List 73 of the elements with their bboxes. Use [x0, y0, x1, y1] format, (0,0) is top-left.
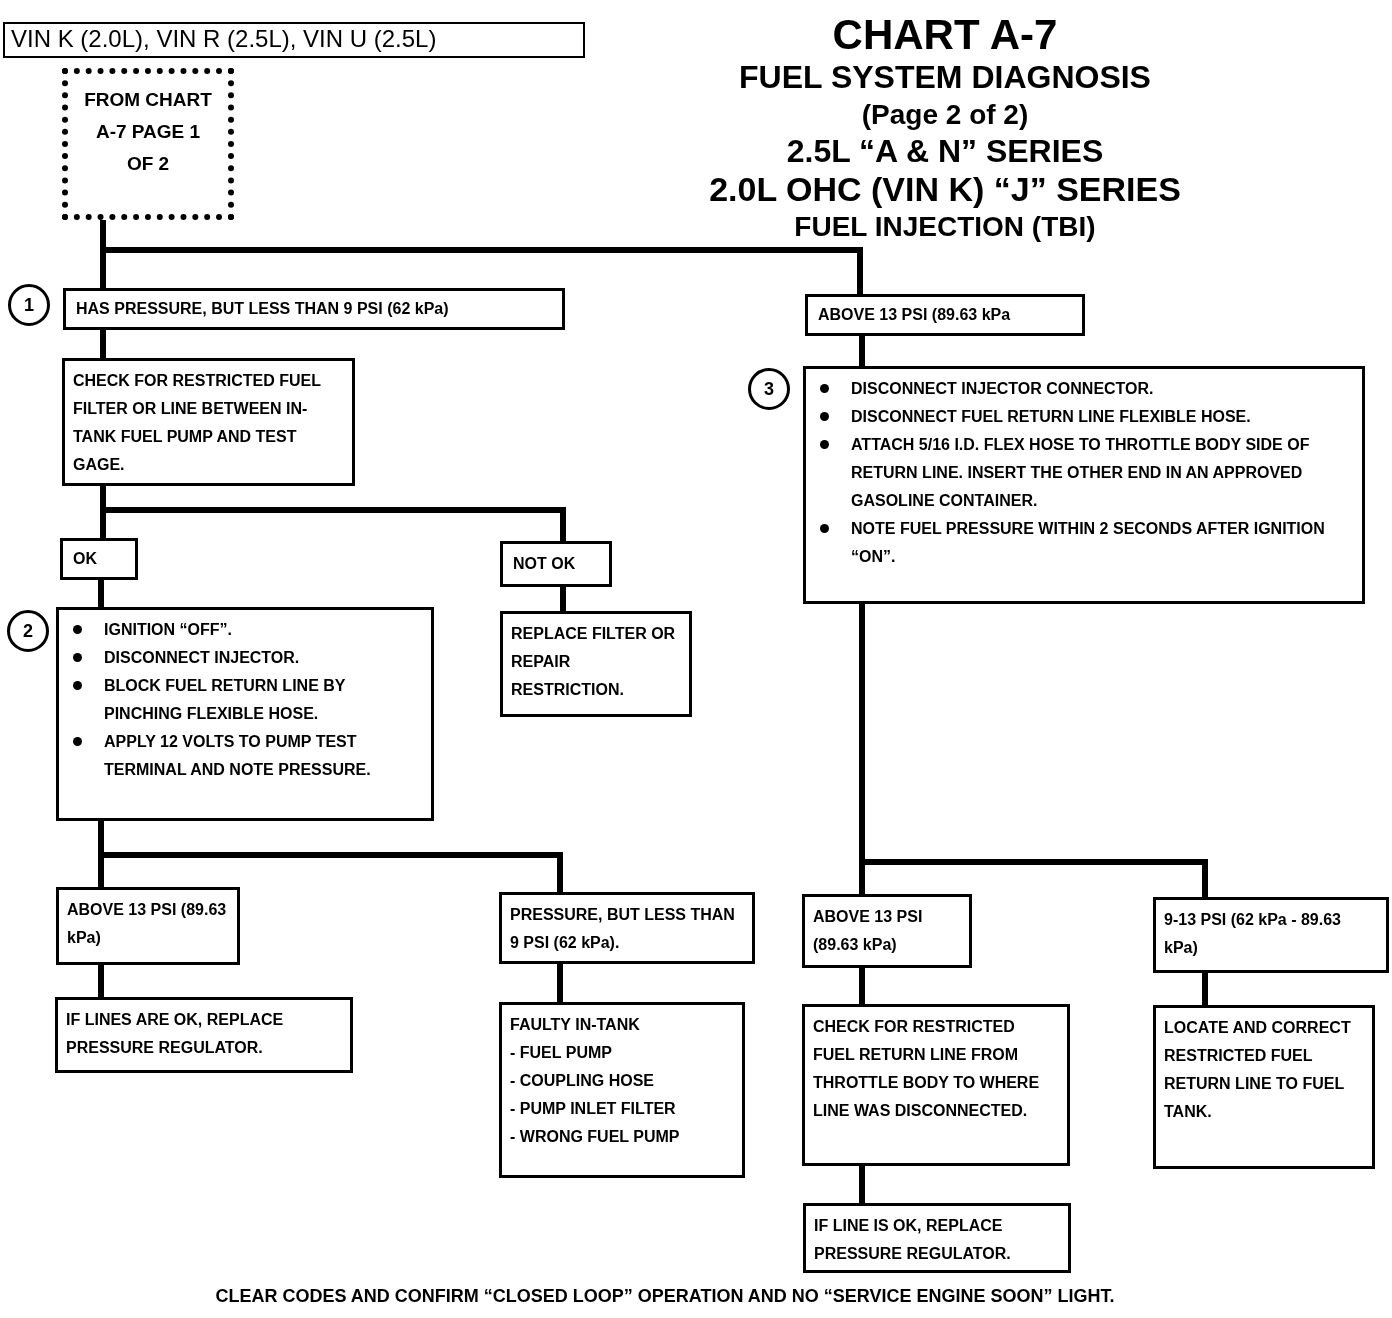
- result-box: [60, 538, 138, 580]
- result-box: [63, 288, 565, 330]
- chart-subtitle: FUEL INJECTION (TBI): [793, 210, 1097, 244]
- footer-note: CLEAR CODES AND CONFIRM “CLOSED LOOP” OPERATION AND NO “SERVICE ENGINE SOON” LIGHT.: [214, 1286, 1116, 1307]
- connector-line: [98, 965, 104, 997]
- step-number-circle: [7, 610, 49, 652]
- step-box: [56, 607, 434, 821]
- box-text: - PUMP INLET FILTER: [510, 1099, 677, 1119]
- step-text: APPLY 12 VOLTS TO PUMP TEST TERMINAL AND NOTE PRESSURE.: [104, 732, 372, 780]
- process-box: [62, 358, 355, 486]
- connector-line: [100, 486, 566, 541]
- box-text: PRESSURE, BUT LESS THAN 9 PSI (62 kPa).: [510, 905, 736, 953]
- box-text: - FUEL PUMP: [510, 1043, 613, 1063]
- box-text: LOCATE AND CORRECT RESTRICTED FUEL RETURN LINE TO FUEL TANK.: [1164, 1018, 1352, 1122]
- connector-line: [1202, 973, 1208, 1005]
- connector-line: [560, 587, 566, 611]
- process-box: [1153, 897, 1389, 973]
- chart-subtitle: 2.5L “A & N” SERIES: [785, 132, 1105, 170]
- box-text: 9-13 PSI (62 kPa - 89.63 kPa): [1164, 910, 1342, 958]
- step-number-circle: [8, 284, 50, 326]
- process-box: [803, 1203, 1071, 1273]
- connector-line: [859, 1166, 865, 1203]
- box-text: ABOVE 13 PSI (89.63 kPa): [67, 900, 228, 948]
- box-text: ABOVE 13 PSI (89.63 kPa): [813, 907, 924, 955]
- chart-subtitle: (Page 2 of 2): [860, 98, 1030, 132]
- process-box: [802, 894, 972, 968]
- process-box: [499, 1002, 745, 1178]
- step-number: 1: [24, 294, 34, 317]
- box-text: - COUPLING HOSE: [510, 1071, 655, 1091]
- connector-line: [859, 336, 865, 366]
- step-text: BLOCK FUEL RETURN LINE BY PINCHING FLEXIBLE HOSE.: [104, 676, 347, 724]
- box-text: - WRONG FUEL PUMP: [510, 1127, 681, 1147]
- process-box: [56, 887, 240, 965]
- connector-line: [98, 580, 104, 607]
- step-box: [803, 366, 1365, 604]
- process-box: [1153, 1005, 1375, 1169]
- process-box: [500, 611, 692, 717]
- process-box: [499, 892, 755, 964]
- box-text: REPLACE FILTER OR REPAIR RESTRICTION.: [511, 624, 677, 700]
- step-number: 3: [764, 378, 774, 401]
- step-number: 2: [23, 620, 33, 643]
- step-text: IGNITION “OFF”.: [104, 620, 232, 640]
- process-box: [802, 1004, 1070, 1166]
- box-text: HAS PRESSURE, BUT LESS THAN 9 PSI (62 kPa): [76, 299, 449, 319]
- vin-box: [3, 22, 585, 58]
- connector-line: [100, 330, 106, 358]
- box-text: IF LINES ARE OK, REPLACE PRESSURE REGULATOR.: [66, 1010, 285, 1058]
- step-text: DISCONNECT INJECTOR.: [104, 648, 300, 668]
- chart-subtitle: FUEL SYSTEM DIAGNOSIS: [738, 58, 1152, 96]
- box-text: ABOVE 13 PSI (89.63 kPa: [818, 305, 1011, 325]
- step-text: ATTACH 5/16 I.D. FLEX HOSE TO THROTTLE BODY SIDE OF RETURN LINE. INSERT THE OTHER END IN AN APPROVED GASOLINE CONTAINER.: [851, 435, 1311, 511]
- box-text: CHECK FOR RESTRICTED FUEL RETURN LINE FROM THROTTLE BODY TO WHERE LINE WAS DISCONNECTED.: [813, 1017, 1041, 1121]
- connector-line: [557, 964, 563, 1002]
- step-number-circle: [748, 368, 790, 410]
- chart-title: CHART A-7: [831, 10, 1059, 60]
- box-text: CHECK FOR RESTRICTED FUEL FILTER OR LINE BETWEEN IN-TANK FUEL PUMP AND TEST GAGE.: [73, 371, 322, 475]
- entry-box: [62, 68, 234, 220]
- connector-line: [859, 968, 865, 1004]
- step-text: DISCONNECT FUEL RETURN LINE FLEXIBLE HOSE.: [851, 407, 1251, 427]
- connector-line: [98, 821, 563, 892]
- box-text: OK: [73, 549, 97, 569]
- step-text: DISCONNECT INJECTOR CONNECTOR.: [851, 379, 1154, 399]
- box-text: FAULTY IN-TANK: [510, 1015, 641, 1035]
- chart-subtitle: 2.0L OHC (VIN K) “J” SERIES: [708, 170, 1182, 208]
- result-box: [805, 294, 1085, 336]
- step-text: NOTE FUEL PRESSURE WITHIN 2 SECONDS AFTER IGNITION “ON”.: [851, 519, 1326, 567]
- box-text: IF LINE IS OK, REPLACE PRESSURE REGULATOR.: [814, 1216, 1012, 1264]
- engine-code-text: VIN K (2.0L), VIN R (2.5L), VIN U (2.5L): [11, 25, 438, 53]
- connector-line: [859, 604, 1208, 897]
- box-text: NOT OK: [513, 554, 576, 574]
- box-text: FROM CHART A-7 PAGE 1 OF 2: [84, 88, 212, 176]
- result-box: [500, 541, 612, 587]
- process-box: [55, 997, 353, 1073]
